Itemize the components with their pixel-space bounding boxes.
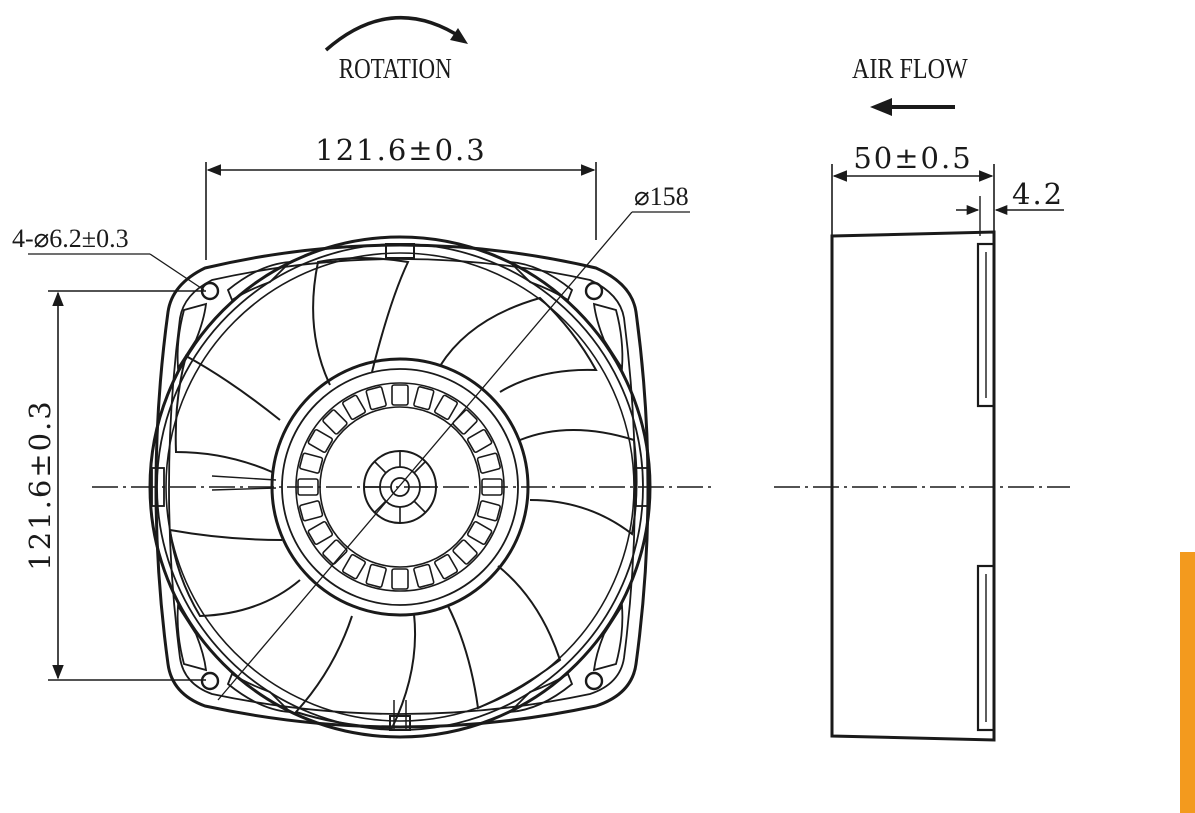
hub-slot — [466, 429, 493, 453]
fan-blade — [168, 528, 301, 618]
venturi-ring-inner — [165, 252, 635, 722]
hub-slot — [466, 521, 493, 545]
fan-housing-outline — [154, 243, 650, 729]
mounting-holes — [200, 281, 604, 691]
rotation-arrowhead — [450, 28, 468, 44]
hub-slot — [413, 386, 435, 411]
flange-dimension: 4.2 — [956, 177, 1064, 236]
hub-slot — [452, 539, 478, 565]
hole-spec-label: 4-⌀6.2±0.3 — [12, 224, 129, 253]
hub-slot — [342, 394, 366, 421]
height-dimension-label: 121.6±0.3 — [23, 399, 57, 570]
hub-spokes — [364, 451, 436, 523]
airflow-indicator: AIR FLOW — [852, 53, 968, 116]
fan-blade — [519, 429, 638, 536]
hub-slot — [299, 452, 324, 474]
fan-housing-inner-outline — [168, 258, 636, 715]
rotation-arrow-icon — [324, 15, 463, 52]
fan-blade — [447, 565, 562, 710]
hub-slot — [391, 384, 409, 406]
hub-slot — [342, 553, 366, 580]
hub-slot — [307, 429, 334, 453]
depth-dimension: 50±0.5 — [831, 141, 995, 238]
hub-slot — [391, 568, 409, 590]
rotation-label: ROTATION — [339, 53, 452, 85]
hub-slot — [476, 500, 501, 522]
fan-blade — [174, 354, 281, 473]
fan-blade — [439, 296, 598, 393]
airflow-arrowhead — [870, 98, 892, 116]
hub-slot — [434, 394, 458, 421]
hub-slot — [365, 386, 387, 411]
hub-slot — [299, 500, 324, 522]
airflow-label: AIR FLOW — [852, 53, 968, 84]
hub-slot — [307, 521, 334, 545]
depth-dimension-label: 50±0.5 — [853, 141, 972, 175]
width-dimension: 121.6±0.3 — [205, 133, 597, 260]
bottom-tab — [389, 715, 411, 731]
width-dimension-label: 121.6±0.3 — [315, 133, 486, 167]
corner-pockets — [176, 260, 624, 714]
accent-bar — [1180, 552, 1195, 813]
fan-blade — [294, 613, 417, 730]
side-view: 50±0.5 4.2 — [774, 141, 1070, 742]
mounting-hole-top-right — [584, 281, 604, 301]
height-dimension: 121.6±0.3 — [23, 290, 206, 681]
hub-slot — [365, 563, 387, 588]
mounting-hole-top-left — [200, 281, 220, 301]
top-tab — [385, 243, 415, 259]
diameter-callout: ⌀158 — [217, 182, 690, 701]
fan-blades — [168, 257, 638, 730]
side-flange-slots — [976, 242, 996, 732]
hub-slot — [434, 553, 458, 580]
hole-callout: 4-⌀6.2±0.3 — [12, 224, 205, 291]
hub-slot — [322, 409, 348, 435]
front-view: 121.6±0.3 121.6±0.3 ⌀158 4-⌀6.2±0.3 — [12, 133, 712, 739]
fan-blade — [312, 257, 410, 386]
mounting-hole-bottom-right — [584, 671, 604, 691]
hub-slot — [322, 539, 348, 565]
hub-slot — [452, 409, 478, 435]
mounting-hole-bottom-left — [200, 671, 220, 691]
hub-slot — [413, 563, 435, 588]
rotation-indicator: ROTATION — [324, 15, 468, 85]
hub-slot — [476, 452, 501, 474]
diameter-label: ⌀158 — [634, 182, 689, 211]
flange-dimension-label: 4.2 — [1012, 177, 1064, 211]
side-body-outline — [830, 230, 996, 742]
fan-blade — [211, 475, 277, 491]
